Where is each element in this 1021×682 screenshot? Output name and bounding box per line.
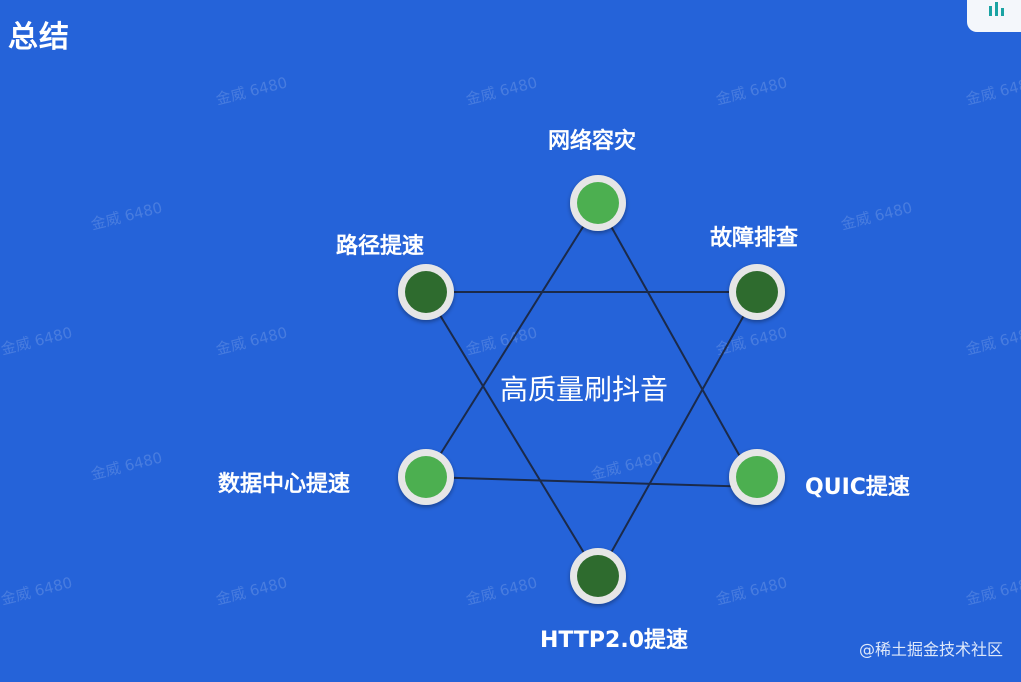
footer-credit: @稀土掘金技术社区 xyxy=(858,640,1003,659)
logo-card xyxy=(967,0,1021,32)
node-http2 xyxy=(570,548,626,604)
node-dot xyxy=(736,456,778,498)
node-datacenter xyxy=(398,449,454,505)
node-troubleshooting xyxy=(729,264,785,320)
node-dot xyxy=(405,456,447,498)
node-dot xyxy=(577,555,619,597)
triangle-up xyxy=(424,201,759,489)
node-path xyxy=(398,264,454,320)
node-quic xyxy=(729,449,785,505)
node-dot xyxy=(405,271,447,313)
node-dot xyxy=(577,182,619,224)
logo-icon xyxy=(989,2,1004,16)
node-label-quic: QUIC提速 xyxy=(805,475,910,500)
node-label-http2: HTTP2.0提速 xyxy=(540,628,689,653)
node-label-path: 路径提速 xyxy=(336,234,425,259)
node-label-troubleshooting: 故障排查 xyxy=(710,226,799,251)
triangle-down xyxy=(424,291,759,578)
node-label-datacenter: 数据中心提速 xyxy=(218,472,351,497)
node-network-dr xyxy=(570,175,626,231)
node-label-network-dr: 网络容灾 xyxy=(548,129,637,154)
node-dot xyxy=(736,271,778,313)
slide-title: 总结 xyxy=(8,20,70,55)
center-label: 高质量刷抖音 xyxy=(500,373,669,406)
